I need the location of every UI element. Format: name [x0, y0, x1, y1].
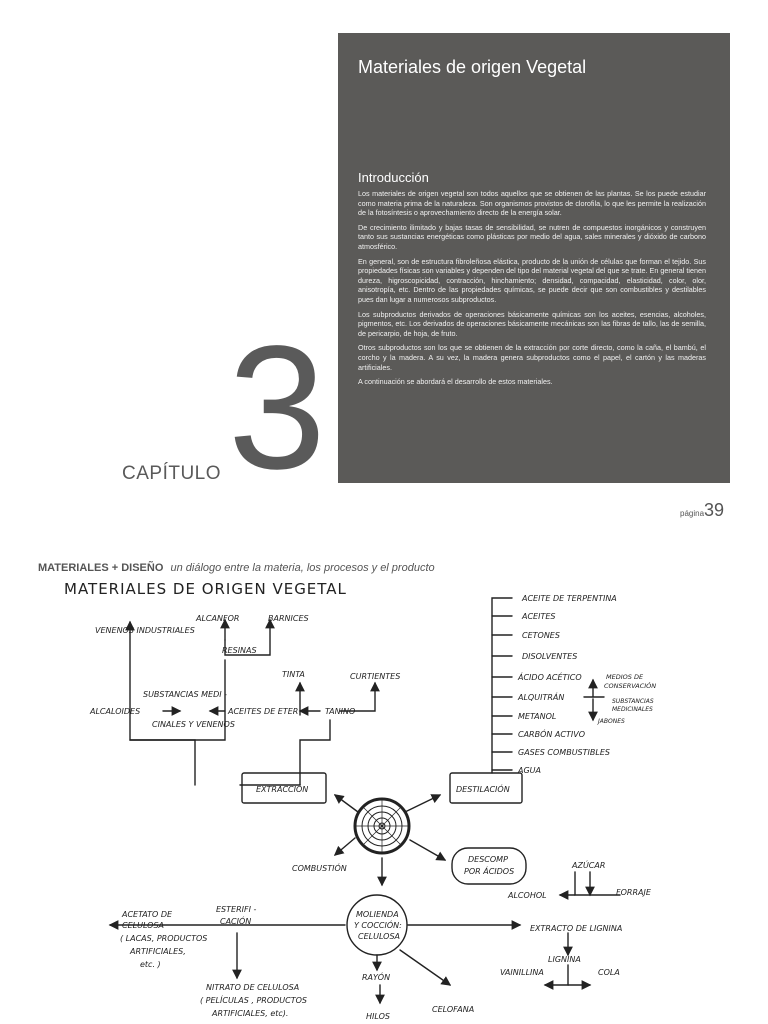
page-word: página: [680, 509, 705, 518]
node-descomp-1: DESCOMP: [468, 855, 508, 864]
node-molienda-2: Y COCCIÓN:: [354, 919, 402, 930]
chapter-number: 3: [228, 310, 326, 506]
dest-item: CETONES: [522, 631, 560, 640]
node-esterif-1: ESTERIFI -: [216, 905, 256, 914]
intro-paragraph: De crecimiento ilimitado y bajas tasas d…: [358, 222, 706, 251]
node-nitrato-1: NITRATO DE CELULOSA: [206, 983, 299, 992]
intro-heading: Introducción: [358, 170, 429, 185]
node-lignina: LIGNINA: [548, 955, 581, 964]
dest-item: METANOL: [518, 712, 556, 721]
intro-panel: Materiales de origen Vegetal Introducció…: [338, 33, 730, 483]
node-sustancias-2: CINALES Y VENENOS: [152, 720, 235, 729]
intro-paragraph: En general, son de estructura fibroleños…: [358, 256, 706, 304]
intro-paragraph: Los materiales de origen vegetal son tod…: [358, 189, 706, 218]
node-extraccion: EXTRACCIÓN: [256, 783, 308, 794]
node-destilacion: DESTILACIÓN: [456, 783, 510, 794]
dest-item: GASES COMBUSTIBLES: [518, 748, 610, 757]
node-acetato-2: CELULOSA: [122, 921, 164, 930]
node-forraje: FORRAJE: [616, 888, 652, 897]
node-nitrato-2: ( PELÍCULAS , PRODUCTOS: [200, 994, 307, 1005]
dest-item: ALQUITRÁN: [517, 691, 564, 702]
node-tanino: TANINO: [325, 707, 355, 716]
diagram-title: MATERIALES DE ORIGEN VEGETAL: [64, 580, 347, 598]
node-alcaloides: ALCALOIDES: [89, 707, 140, 716]
dest-item: AGUA: [517, 766, 541, 775]
node-acetato-1: ACETATO DE: [121, 910, 173, 919]
node-acetato-3: ( LACAS, PRODUCTOS: [120, 934, 207, 943]
page-number: página39: [680, 500, 724, 521]
node-hilos: HILOS: [366, 1012, 390, 1021]
dest-item: ACEITE DE TERPENTINA: [521, 594, 617, 603]
node-curtientes: CURTIENTES: [350, 672, 400, 681]
node-subst-med-1: SUBSTANCIAS: [612, 698, 654, 705]
node-resinas: RESINAS: [222, 646, 257, 655]
intro-paragraph: Otros subproductos son los que se obtien…: [358, 343, 706, 372]
page-num: 39: [704, 500, 725, 520]
node-descomp-2: POR ÁCIDOS: [464, 865, 514, 876]
node-cola: COLA: [598, 968, 620, 977]
intro-paragraph: A continuación se abordará el desarrollo…: [358, 377, 553, 387]
node-acetato-5: etc. ): [140, 960, 161, 969]
node-jabones: JABONES: [597, 718, 625, 725]
node-molienda-1: MOLIENDA: [356, 910, 399, 919]
node-alcanfor: ALCANFOR: [195, 614, 239, 623]
intro-paragraph: Los subproductos derivados de operacione…: [358, 309, 706, 338]
node-azucar: AZÚCAR: [571, 859, 605, 870]
dest-item: ACEITES: [521, 612, 556, 621]
flow-diagram: MATERIALES DE ORIGEN VEGETAL ALCANFOR BA…: [64, 580, 656, 1021]
dest-item: DISOLVENTES: [522, 652, 577, 661]
book-subtitle: un diálogo entre la materia, los proceso…: [170, 562, 435, 574]
dest-item: CARBÓN ACTIVO: [518, 728, 585, 739]
panel-title: Materiales de origen Vegetal: [358, 57, 587, 77]
node-molienda-3: CELULOSA: [358, 932, 400, 941]
node-barnices: BARNICES: [268, 614, 309, 623]
node-subst-med-2: MEDICINALES: [612, 706, 653, 713]
node-tinta: TINTA: [282, 670, 305, 679]
node-acetato-4: ARTIFICIALES,: [129, 947, 186, 956]
node-combustion: COMBUSTIÓN: [292, 862, 347, 873]
node-extracto-lignina: EXTRACTO DE LIGNINA: [530, 924, 622, 933]
node-sustancias-1: SUBSTANCIAS MEDI -: [143, 690, 227, 699]
node-medios-1: MEDIOS DE: [606, 673, 644, 681]
chapter-label: CAPÍTULO: [122, 463, 222, 484]
node-vainillina: VAINILLINA: [500, 968, 544, 977]
node-esterif-2: CACIÓN: [220, 915, 251, 926]
running-head: MATERIALES + DISEÑO un diálogo entre la …: [38, 562, 435, 574]
dest-item: ÁCIDO ACÉTICO: [517, 671, 582, 682]
book-title: MATERIALES + DISEÑO: [38, 562, 164, 574]
node-celofana: CELOFANA: [432, 1005, 474, 1014]
tree-log-icon: [353, 797, 411, 855]
node-alcohol: ALCOHOL: [507, 891, 547, 900]
node-venenos-industriales: VENENOS INDUSTRIALES: [95, 626, 195, 635]
intro-body: Los materiales de origen vegetal son tod…: [358, 189, 706, 392]
node-aceites-eter: ACEITES DE ETER: [227, 707, 298, 716]
node-nitrato-3: ARTIFICIALES, etc).: [211, 1009, 288, 1018]
node-medios-2: CONSERVACIÓN: [604, 681, 656, 690]
node-rayon: RAYÓN: [362, 971, 390, 982]
